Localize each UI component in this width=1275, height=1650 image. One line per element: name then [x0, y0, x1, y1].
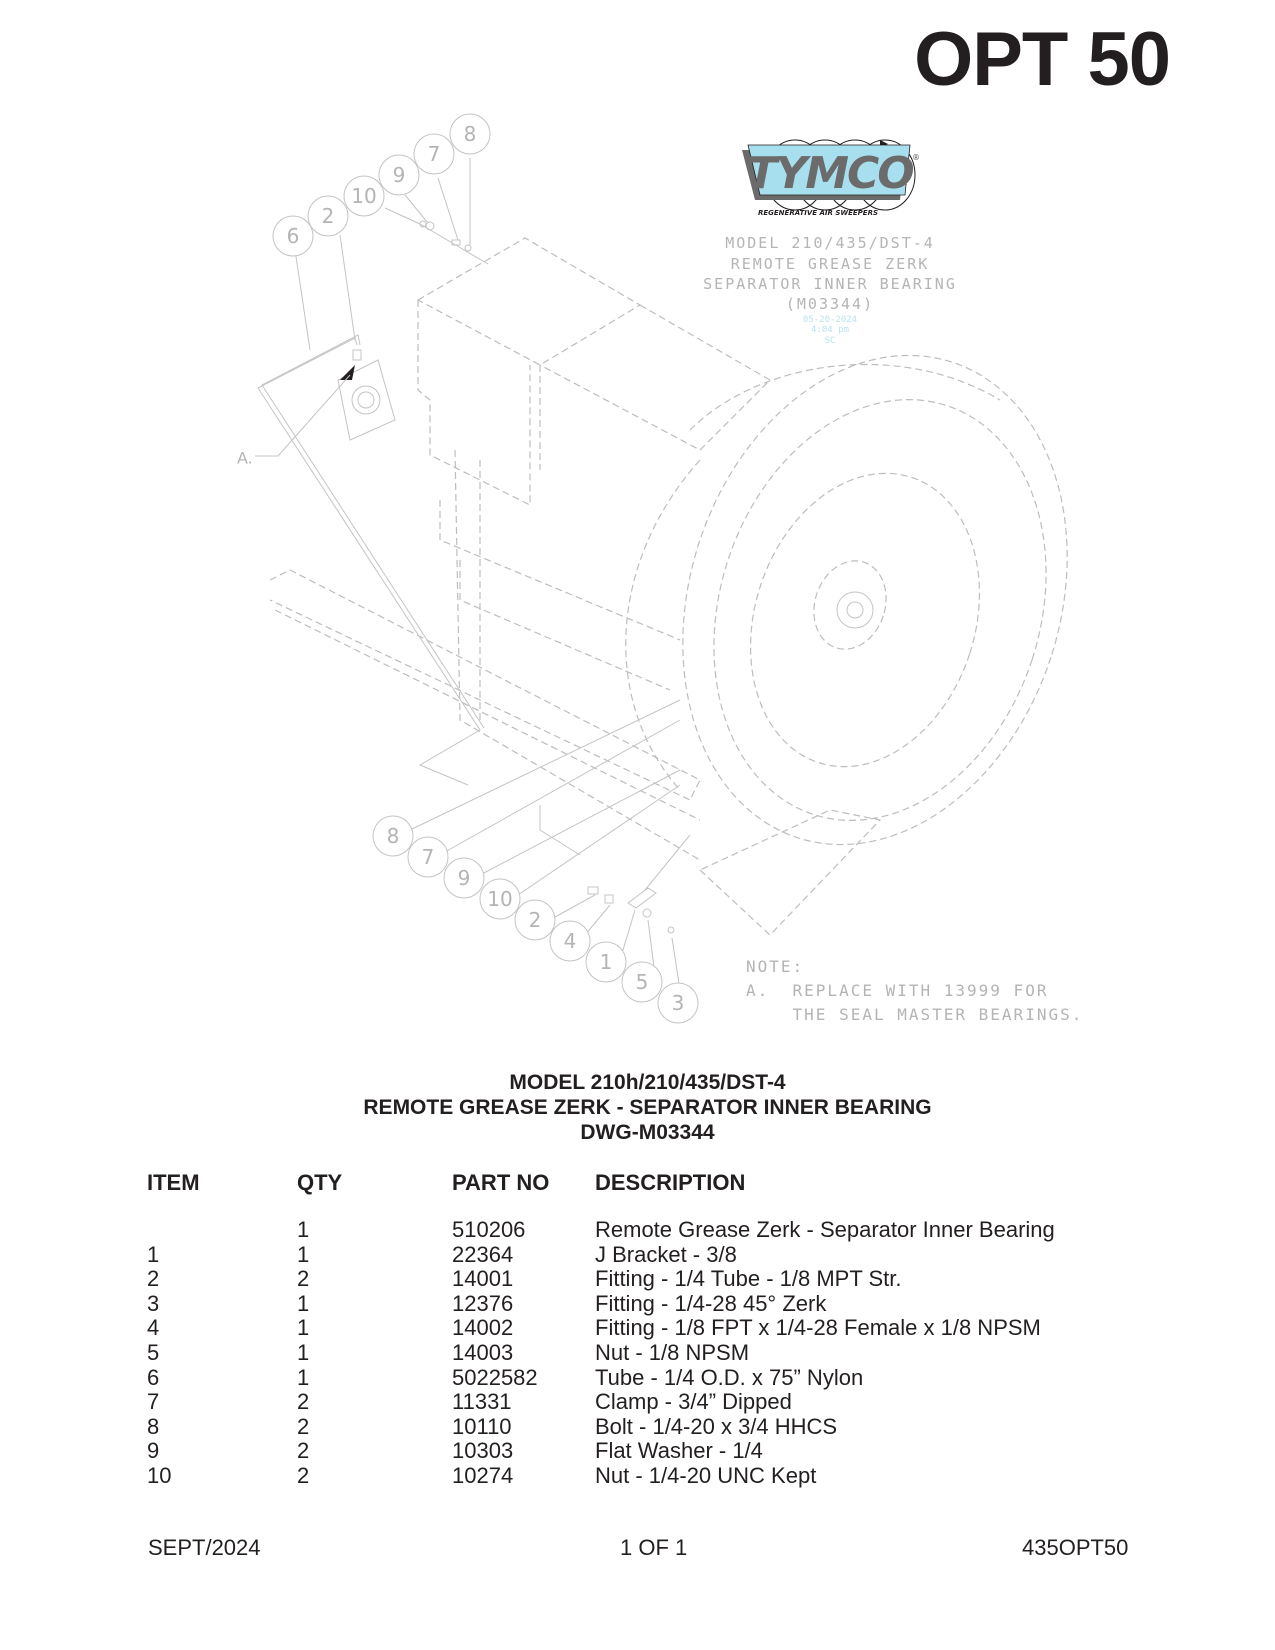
tymco-logo: TYMCO ® REGENERATIVE AIR SWEEPERS	[742, 139, 920, 217]
note-line-2: THE SEAL MASTER BEARINGS.	[746, 1005, 1084, 1024]
section-heading: MODEL 210h/210/435/DST-4 REMOTE GREASE Z…	[0, 1070, 1275, 1145]
svg-text:3: 3	[672, 991, 685, 1015]
svg-text:7: 7	[428, 142, 441, 166]
svg-text:2: 2	[322, 204, 335, 228]
drawing-svg: TYMCO ® REGENERATIVE AIR SWEEPERS	[237, 113, 1068, 1024]
svg-text:05-20-2024: 05-20-2024	[803, 315, 857, 325]
table-row: 10 2 10274 Nut - 1/4-20 UNC Kept	[147, 1462, 817, 1488]
svg-text:5: 5	[636, 970, 649, 994]
top-balloons: 6 2 10 9 7 8	[272, 113, 491, 351]
svg-text:®: ®	[912, 153, 920, 162]
svg-text:4:04 pm: 4:04 pm	[811, 325, 849, 335]
page-title: OPT 50	[914, 17, 1171, 102]
separator-housing	[269, 237, 882, 936]
logo-tagline: REGENERATIVE AIR SWEEPERS	[758, 209, 878, 217]
svg-text:(M03344): (M03344)	[786, 295, 874, 313]
svg-text:9: 9	[458, 866, 471, 890]
svg-text:10: 10	[351, 184, 376, 208]
table-row: 4 1 14002 Fitting - 1/8 FPT x 1/4-28 Fem…	[147, 1315, 1041, 1341]
svg-text:4: 4	[564, 929, 577, 953]
logo-wordmark: TYMCO	[747, 148, 913, 199]
svg-text:7: 7	[422, 845, 435, 869]
svg-text:MODEL 210/435/DST-4: MODEL 210/435/DST-4	[725, 234, 935, 252]
col-item: ITEM	[147, 1170, 200, 1195]
grease-tube	[257, 334, 581, 856]
table-row: 1 510206 Remote Grease Zerk - Separator …	[297, 1217, 1055, 1242]
table-header: ITEM QTY PART NO DESCRIPTION	[147, 1170, 1147, 1218]
footer-page-number: 1 OF 1	[620, 1535, 688, 1560]
drawing-number: DWG-M03344	[580, 1121, 715, 1144]
svg-text:8: 8	[387, 824, 400, 848]
table-row: 2 2 14001 Fitting - 1/4 Tube - 1/8 MPT S…	[147, 1266, 902, 1292]
svg-text:6: 6	[287, 224, 300, 248]
svg-text:SEPARATOR INNER BEARING: SEPARATOR INNER BEARING	[703, 275, 957, 293]
blower-wheel	[682, 354, 1068, 846]
svg-text:2: 2	[529, 908, 542, 932]
col-description: DESCRIPTION	[595, 1170, 746, 1195]
drawing-note: NOTE: A. REPLACE WITH 13999 FOR THE SEAL…	[746, 955, 1083, 1027]
bottom-balloons: 8 7 9 10 2 4 1 5 3	[372, 699, 699, 1024]
svg-text:10: 10	[487, 887, 512, 911]
svg-text:1: 1	[600, 950, 613, 974]
table-row: 6 1 5022582 Tube - 1/4 O.D. x 75” Nylon	[147, 1364, 864, 1390]
table-row: 5 1 14003 Nut - 1/8 NPSM	[147, 1339, 750, 1365]
note-line-1: A. REPLACE WITH 13999 FOR	[746, 981, 1049, 1000]
parts-table: ITEM QTY PART NO DESCRIPTION 1 510206 Re…	[147, 1170, 1147, 1489]
svg-text:REMOTE GREASE ZERK: REMOTE GREASE ZERK	[731, 255, 930, 273]
footer-date: SEPT/2024	[148, 1535, 261, 1560]
bearing-flange	[337, 349, 396, 441]
model-heading: MODEL 210h/210/435/DST-4	[509, 1071, 786, 1094]
svg-text:8: 8	[464, 122, 477, 146]
table-row: 7 2 11331 Clamp - 3/4” Dipped	[147, 1389, 792, 1415]
table-row: 9 2 10303 Flat Washer - 1/4	[147, 1438, 763, 1464]
col-qty: QTY	[297, 1170, 343, 1195]
svg-text:9: 9	[393, 163, 406, 187]
svg-text:SC: SC	[825, 336, 836, 346]
table-row: 3 1 12376 Fitting - 1/4-28 45° Zerk	[147, 1290, 827, 1316]
table-row: 8 2 10110 Bolt - 1/4-20 x 3/4 HHCS	[147, 1413, 838, 1439]
note-heading: NOTE:	[746, 957, 805, 976]
assembly-heading: REMOTE GREASE ZERK - SEPARATOR INNER BEA…	[363, 1096, 932, 1119]
table-row: 1 1 22364 J Bracket - 3/8	[147, 1241, 737, 1267]
callout-a-label: A.	[237, 449, 253, 468]
col-part-no: PART NO	[452, 1170, 550, 1195]
exploded-parts-drawing: TYMCO ® REGENERATIVE AIR SWEEPERS	[0, 100, 1275, 1060]
footer-document-id: 435OPT50	[1022, 1535, 1129, 1560]
